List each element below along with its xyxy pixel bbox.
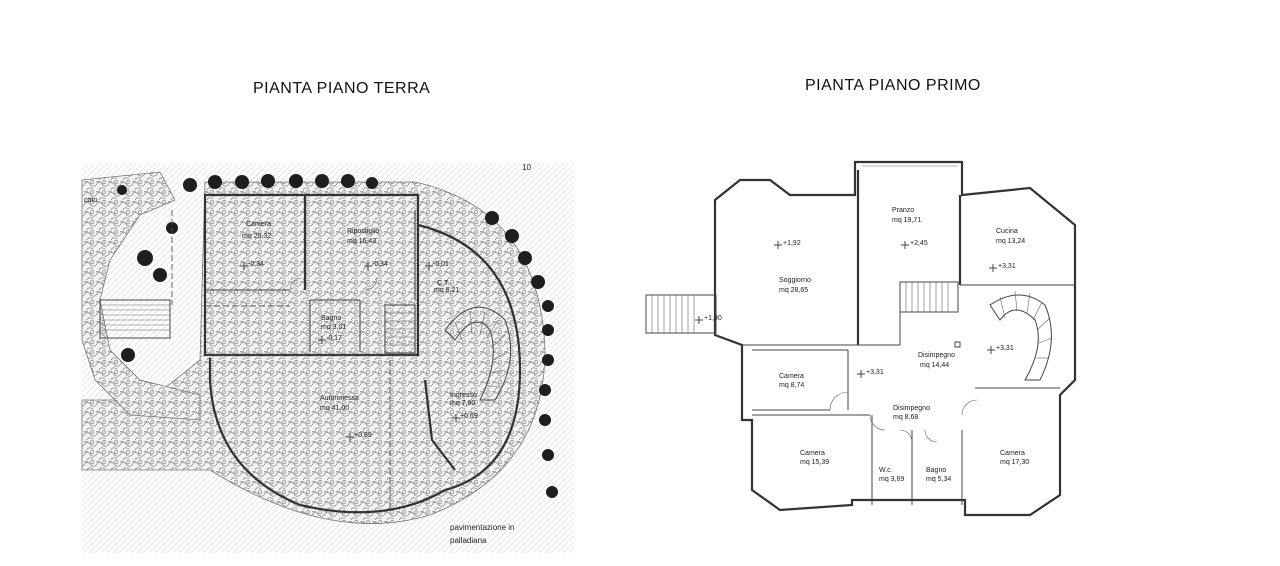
- room-label: W.c.: [879, 467, 893, 474]
- room-area: mq 15,39: [800, 459, 829, 466]
- door-swing: [899, 429, 913, 443]
- room-label: Pranzo: [892, 207, 914, 214]
- room-label: Disimpegno: [918, 352, 955, 359]
- entrance-curved-wall: [417, 223, 522, 492]
- level-mark: -0,34: [248, 261, 264, 268]
- vent-square: [954, 341, 961, 348]
- level-mark: +3,31: [996, 345, 1014, 352]
- room-label: C.T.: [437, 280, 450, 287]
- room-area: mq 28,65: [779, 287, 808, 294]
- level-mark: -0,34: [372, 261, 388, 268]
- room-area: mq 6,21: [434, 287, 459, 294]
- exterior-stairs: [99, 299, 171, 339]
- room-area: mq 7,60: [450, 400, 475, 407]
- room-label: Ingresso: [450, 392, 477, 399]
- level-mark: +3,31: [866, 369, 884, 376]
- room-area: mq 3,01: [321, 324, 346, 331]
- level-symbols: [240, 262, 460, 441]
- room-area: mq 19,71: [892, 217, 921, 224]
- level-mark: +2,45: [910, 240, 928, 247]
- site-mark: cato: [84, 197, 97, 204]
- room-label: Soggiorno: [779, 277, 811, 284]
- room-label: Disimpegno: [893, 405, 930, 412]
- room-label: Camera: [779, 373, 804, 380]
- level-mark: +3,31: [998, 263, 1016, 270]
- room-label: Camera: [1000, 450, 1025, 457]
- level-mark: +1,92: [783, 240, 801, 247]
- room-area: mq 16,43: [347, 238, 376, 245]
- spiral-stair: [444, 306, 512, 401]
- room-label: Cucina: [996, 228, 1018, 235]
- ground-floor-plan: Camera mq 20,32 -0,34 Ripostiglio mq 16,…: [81, 163, 574, 553]
- entrance-ramp-wall: [423, 379, 456, 471]
- room-area: mq 8,74: [779, 382, 804, 389]
- room-area: mq 5,34: [926, 476, 951, 483]
- room-area: mq 14,44: [920, 362, 949, 369]
- room-area: mq 3,69: [879, 476, 904, 483]
- room-label: Bagno: [321, 315, 341, 322]
- level-mark: +0,89: [354, 432, 372, 439]
- door-swing: [924, 429, 938, 443]
- door-swing: [364, 277, 378, 291]
- room-label: Autorimessa: [320, 395, 359, 402]
- first-floor-outer-walls: [713, 160, 1077, 517]
- site-mark: 10: [522, 163, 531, 172]
- room-label: Ripostiglio: [347, 228, 379, 235]
- room-area: mq 13,24: [996, 238, 1025, 245]
- room-label: Bagno: [926, 467, 946, 474]
- level-mark: +1,90: [704, 315, 722, 322]
- first-floor-stairs: [899, 281, 959, 313]
- interior-stairs: [384, 304, 416, 354]
- first-floor-spiral-stair: [989, 290, 1053, 381]
- door-swing: [289, 277, 303, 291]
- paving-note: palladiana: [450, 536, 487, 545]
- room-area: mq 8,68: [893, 414, 918, 421]
- garage-curved-wall: [208, 358, 446, 514]
- door-swing: [961, 399, 978, 416]
- level-mark: +0,69: [460, 413, 478, 420]
- level-mark: -0,17: [326, 335, 342, 342]
- level-symbols: [695, 241, 997, 378]
- first-floor-plan: Soggiorno mq 28,65 +1,92 Pranzo mq 19,71…: [645, 160, 1077, 517]
- room-label: Camera: [800, 450, 825, 457]
- level-mark: -0,01: [433, 261, 449, 268]
- paving-path: [81, 171, 201, 421]
- paving-note: pavimentazione in: [450, 523, 514, 532]
- first-floor-title: PIANTA PIANO PRIMO: [805, 77, 981, 94]
- room-area: mq 17,30: [1000, 459, 1029, 466]
- room-area: mq 20,32: [242, 233, 271, 240]
- ground-floor-title: PIANTA PIANO TERRA: [253, 80, 431, 97]
- first-floor-exterior-stairs: [645, 294, 717, 334]
- vegetation: [117, 174, 558, 498]
- door-swing: [829, 391, 849, 411]
- door-swing: [869, 414, 886, 431]
- room-label: Camera: [246, 221, 271, 228]
- room-area: mq 41,00: [320, 405, 349, 412]
